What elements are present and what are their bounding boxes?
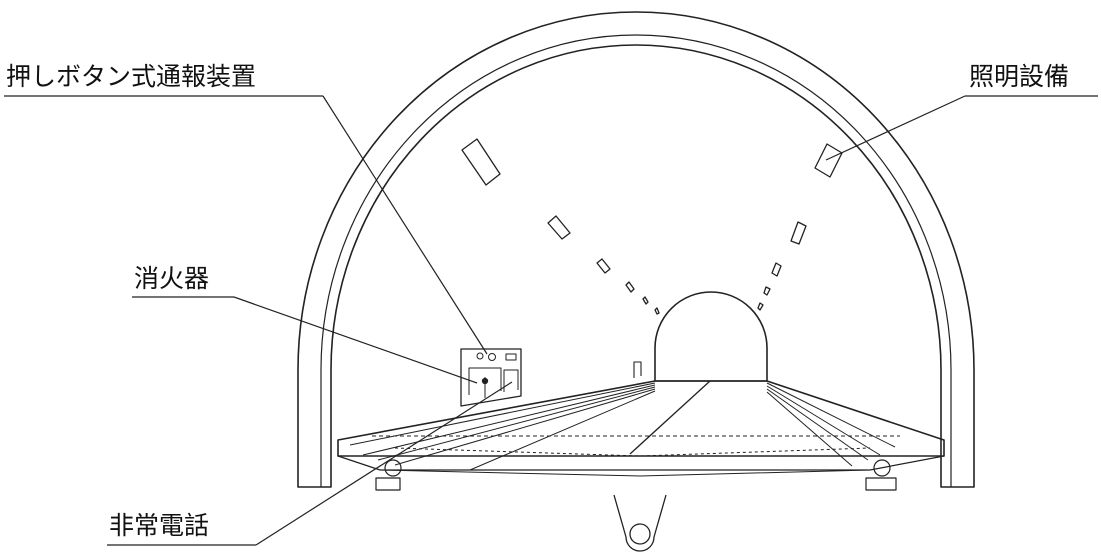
walkway-lines: [349, 382, 896, 471]
tunnel-outer-lining: [297, 11, 975, 488]
label-extinguisher: 消火器: [134, 264, 210, 293]
equipment-cabinet: [460, 348, 642, 407]
lighting-fixtures: [461, 138, 843, 315]
tunnel-portal-opening: [654, 291, 768, 382]
road-slab: [337, 380, 945, 491]
leader-push-button-alarm: [322, 95, 488, 355]
leader-emergency-phone: [255, 381, 513, 546]
label-push-button-alarm: 押しボタン式通報装置: [6, 62, 257, 91]
tunnel-inner-lining: [320, 34, 952, 487]
leader-lighting: [825, 95, 966, 161]
drain-pipe: [613, 494, 667, 552]
label-lighting: 照明設備: [969, 62, 1070, 91]
label-emergency-phone: 非常電話: [109, 511, 210, 540]
leader-extinguisher: [233, 296, 478, 384]
